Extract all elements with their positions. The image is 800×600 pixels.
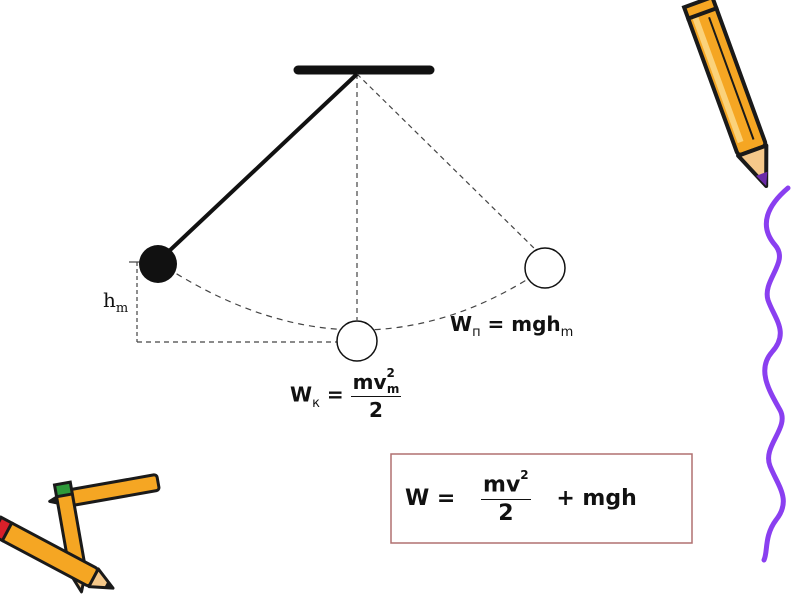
bob-bottom bbox=[336, 320, 378, 362]
kinetic-energy-formula: Wк = mv2m 2 bbox=[290, 366, 402, 422]
height-label: hm bbox=[103, 288, 129, 316]
wavy-line bbox=[761, 185, 791, 563]
total-energy-formula: W = mv2 2 + mgh bbox=[405, 468, 637, 527]
potential-energy-formula: Wп = mghm bbox=[450, 312, 574, 340]
string-right bbox=[356, 73, 539, 253]
bob-left bbox=[139, 245, 177, 283]
crossed-pencils-icon bbox=[0, 473, 161, 594]
string-left bbox=[164, 72, 359, 256]
bob-right bbox=[524, 247, 566, 289]
total-energy-box bbox=[390, 453, 693, 544]
pencil-icon bbox=[681, 0, 769, 188]
total-fraction: mv2 2 bbox=[481, 468, 531, 527]
kinetic-fraction: mv2m 2 bbox=[350, 366, 402, 422]
